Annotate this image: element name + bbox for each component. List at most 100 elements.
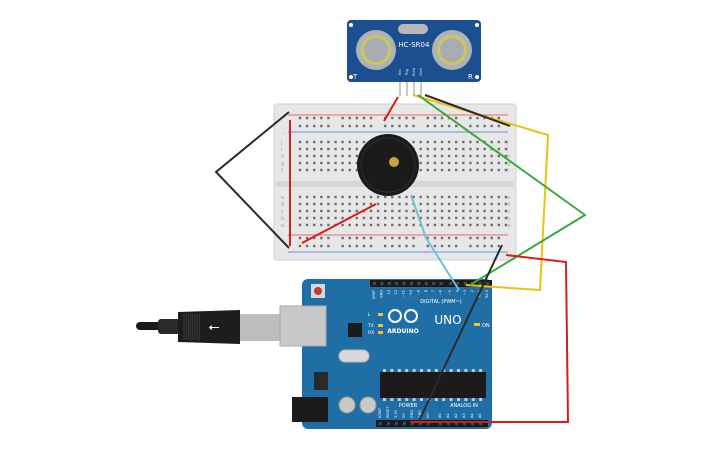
breadboard-hole[interactable] bbox=[313, 154, 316, 158]
breadboard-hole[interactable] bbox=[447, 161, 451, 165]
breadboard-hole[interactable] bbox=[476, 168, 479, 172]
rail-hole[interactable] bbox=[469, 236, 472, 240]
breadboard-hole[interactable] bbox=[391, 202, 394, 206]
rail-hole[interactable] bbox=[412, 124, 415, 128]
breadboard-hole[interactable] bbox=[298, 202, 302, 206]
wire-sensor-green[interactable] bbox=[417, 94, 587, 286]
breadboard-hole[interactable] bbox=[483, 216, 486, 220]
breadboard-hole[interactable] bbox=[490, 216, 493, 220]
breadboard-hole[interactable] bbox=[341, 195, 344, 199]
breadboard-hole[interactable] bbox=[384, 216, 387, 220]
breadboard-hole[interactable] bbox=[426, 154, 429, 158]
breadboard-hole[interactable] bbox=[476, 195, 479, 199]
rail-hole[interactable] bbox=[483, 124, 486, 128]
rail-hole[interactable] bbox=[469, 116, 472, 120]
rail-hole[interactable] bbox=[447, 236, 451, 240]
breadboard-hole[interactable] bbox=[490, 195, 493, 199]
breadboard-hole[interactable] bbox=[469, 140, 472, 144]
rail-hole[interactable] bbox=[469, 244, 472, 248]
bottom-pin[interactable] bbox=[447, 422, 450, 425]
breadboard-hole[interactable] bbox=[348, 202, 351, 206]
breadboard-hole[interactable] bbox=[419, 202, 422, 206]
breadboard-hole[interactable] bbox=[497, 223, 500, 227]
breadboard-hole[interactable] bbox=[483, 209, 486, 213]
breadboard-hole[interactable] bbox=[419, 161, 422, 165]
rail-hole[interactable] bbox=[384, 236, 387, 240]
breadboard-hole[interactable] bbox=[447, 209, 451, 213]
rail-hole[interactable] bbox=[384, 244, 387, 248]
breadboard-hole[interactable] bbox=[305, 216, 309, 220]
breadboard-hole[interactable] bbox=[490, 223, 493, 227]
breadboard-hole[interactable] bbox=[419, 154, 422, 158]
bottom-pin[interactable] bbox=[419, 422, 422, 425]
breadboard-hole[interactable] bbox=[348, 168, 351, 172]
breadboard-hole[interactable] bbox=[469, 202, 472, 206]
breadboard-hole[interactable] bbox=[405, 223, 408, 227]
rail-hole[interactable] bbox=[298, 236, 302, 240]
rail-hole[interactable] bbox=[298, 244, 302, 248]
rail-hole[interactable] bbox=[483, 116, 486, 120]
breadboard-hole[interactable] bbox=[497, 154, 500, 158]
breadboard-hole[interactable] bbox=[398, 202, 401, 206]
breadboard-hole[interactable] bbox=[298, 154, 302, 158]
breadboard-hole[interactable] bbox=[476, 223, 479, 227]
breadboard-hole[interactable] bbox=[433, 209, 437, 213]
wire-black-rail-loop[interactable] bbox=[214, 111, 290, 249]
breadboard-hole[interactable] bbox=[320, 202, 323, 206]
breadboard-hole[interactable] bbox=[334, 216, 337, 220]
bottom-pin[interactable] bbox=[427, 422, 430, 425]
rail-hole[interactable] bbox=[426, 244, 429, 248]
rail-hole[interactable] bbox=[433, 236, 437, 240]
rail-hole[interactable] bbox=[362, 116, 366, 120]
rail-hole[interactable] bbox=[369, 124, 373, 128]
rail-hole[interactable] bbox=[327, 124, 330, 128]
breadboard-hole[interactable] bbox=[355, 168, 358, 172]
rail-hole[interactable] bbox=[405, 244, 408, 248]
breadboard-hole[interactable] bbox=[433, 154, 437, 158]
digital-pin[interactable] bbox=[410, 282, 413, 285]
breadboard-hole[interactable] bbox=[327, 154, 330, 158]
breadboard-hole[interactable] bbox=[391, 209, 394, 213]
breadboard-hole[interactable] bbox=[320, 161, 323, 165]
digital-pin[interactable] bbox=[432, 282, 436, 285]
breadboard-hole[interactable] bbox=[412, 195, 415, 199]
breadboard-hole[interactable] bbox=[313, 195, 316, 199]
breadboard-hole[interactable] bbox=[462, 168, 465, 172]
breadboard-hole[interactable] bbox=[447, 140, 451, 144]
rail-hole[interactable] bbox=[298, 116, 302, 120]
rail-hole[interactable] bbox=[405, 236, 408, 240]
breadboard-hole[interactable] bbox=[362, 216, 366, 220]
digital-pin[interactable] bbox=[424, 282, 428, 285]
breadboard-hole[interactable] bbox=[348, 195, 351, 199]
rail-hole[interactable] bbox=[490, 236, 493, 240]
breadboard-hole[interactable] bbox=[490, 202, 493, 206]
breadboard-hole[interactable] bbox=[348, 154, 351, 158]
breadboard-hole[interactable] bbox=[298, 223, 302, 227]
rail-hole[interactable] bbox=[369, 236, 373, 240]
breadboard-hole[interactable] bbox=[334, 140, 337, 144]
breadboard-hole[interactable] bbox=[341, 168, 344, 172]
breadboard-hole[interactable] bbox=[298, 147, 302, 151]
rail-hole[interactable] bbox=[327, 244, 330, 248]
breadboard-hole[interactable] bbox=[313, 168, 316, 172]
breadboard-hole[interactable] bbox=[341, 202, 344, 206]
rail-hole[interactable] bbox=[355, 124, 358, 128]
bottom-pin[interactable] bbox=[455, 422, 458, 425]
breadboard-hole[interactable] bbox=[355, 223, 358, 227]
breadboard-hole[interactable] bbox=[455, 209, 458, 213]
rail-hole[interactable] bbox=[497, 244, 500, 248]
breadboard-hole[interactable] bbox=[376, 216, 380, 220]
breadboard-hole[interactable] bbox=[504, 140, 508, 144]
breadboard-hole[interactable] bbox=[398, 209, 401, 213]
rail-hole[interactable] bbox=[341, 124, 344, 128]
breadboard-hole[interactable] bbox=[419, 216, 422, 220]
rail-hole[interactable] bbox=[405, 124, 408, 128]
breadboard-hole[interactable] bbox=[462, 140, 465, 144]
breadboard-hole[interactable] bbox=[334, 209, 337, 213]
breadboard-hole[interactable] bbox=[334, 161, 337, 165]
wire-buzzer-red[interactable] bbox=[301, 203, 377, 244]
rail-hole[interactable] bbox=[313, 236, 316, 240]
bottom-pin[interactable] bbox=[387, 422, 390, 425]
breadboard-hole[interactable] bbox=[305, 209, 309, 213]
breadboard-hole[interactable] bbox=[298, 161, 302, 165]
